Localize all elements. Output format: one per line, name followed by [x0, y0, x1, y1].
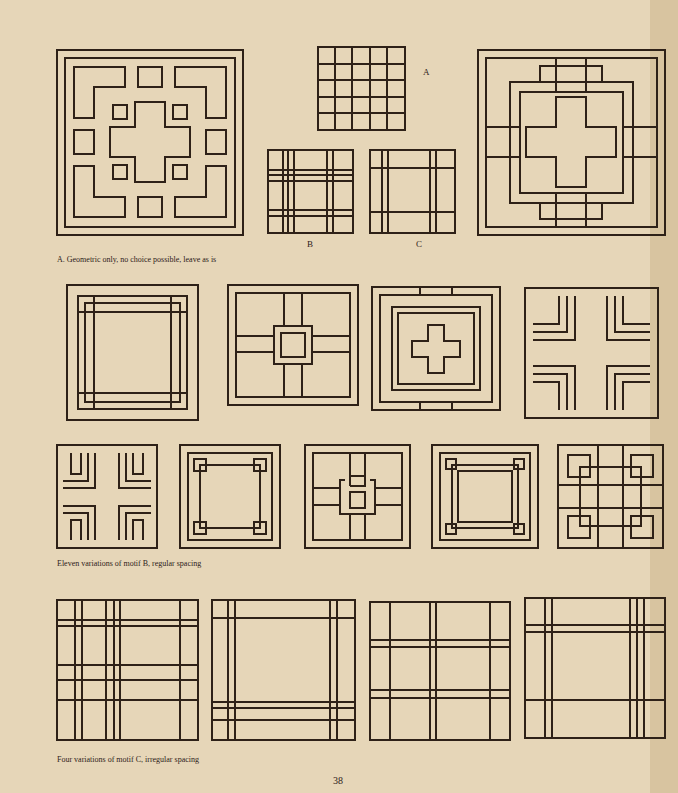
figure-caption: Four variations of motif C, irregular sp… — [57, 756, 199, 765]
page-number: 38 — [333, 775, 343, 786]
figure-caption: Eleven variations of motif B, regular sp… — [57, 560, 201, 569]
figure-caption: A. Geometric only, no choice possible, l… — [57, 256, 216, 265]
figure-letter: B — [307, 240, 313, 250]
figure-letter: A — [423, 68, 430, 78]
figure-letter: C — [416, 240, 422, 250]
